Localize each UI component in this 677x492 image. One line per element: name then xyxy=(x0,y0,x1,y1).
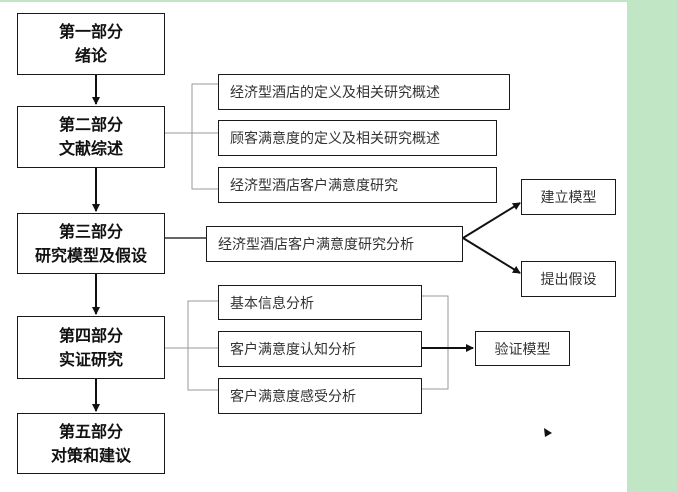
bracket-4-left xyxy=(187,300,218,391)
section-4-subtitle: 实证研究 xyxy=(58,349,123,369)
model-analysis-label: 经济型酒店客户满意度研究分析 xyxy=(218,237,414,253)
section-2-title: 第二部分 xyxy=(58,115,123,134)
verify-model-box: 验证模型 xyxy=(475,331,570,366)
section-4-title: 第四部分 xyxy=(58,325,123,345)
section-3-box: 第三部分 研究模型及假设 xyxy=(17,213,165,274)
empirical-item: 客户满意度感受分析 xyxy=(218,378,422,414)
section-4-box: 第四部分 实证研究 xyxy=(17,316,165,379)
section-1-subtitle: 绪论 xyxy=(74,46,107,65)
arrow-to-hypothesis xyxy=(462,237,521,274)
empirical-item: 基本信息分析 xyxy=(218,285,422,320)
cursor-mark xyxy=(544,428,552,437)
section-5-box: 第五部分 对策和建议 xyxy=(17,413,165,474)
literature-item-label: 经济型酒店的定义及相关研究概述 xyxy=(230,85,440,101)
verify-model-label: 验证模型 xyxy=(494,341,551,358)
empirical-item: 客户满意度认知分析 xyxy=(218,331,422,367)
top-border xyxy=(0,0,627,2)
hypothesis-box: 提出假设 xyxy=(521,261,616,297)
model-analysis-box: 经济型酒店客户满意度研究分析 xyxy=(206,226,463,262)
empirical-item-label: 基本信息分析 xyxy=(230,295,314,312)
section-2-subtitle: 文献综述 xyxy=(58,139,123,158)
bracket-2 xyxy=(191,83,218,190)
build-model-box: 建立模型 xyxy=(521,179,616,215)
section-3-subtitle: 研究模型及假设 xyxy=(34,245,147,265)
section-5-subtitle: 对策和建议 xyxy=(50,445,131,465)
hypothesis-label: 提出假设 xyxy=(540,272,597,288)
arrow-to-build-model xyxy=(462,202,521,239)
empirical-item-label: 客户满意度认知分析 xyxy=(230,342,356,358)
literature-item: 经济型酒店客户满意度研究 xyxy=(218,167,497,203)
section-1-box: 第一部分 绪论 xyxy=(17,13,165,75)
section-1-title: 第一部分 xyxy=(58,22,123,41)
bracket-4-right xyxy=(421,295,449,390)
literature-item: 经济型酒店的定义及相关研究概述 xyxy=(218,74,510,110)
section-3-title: 第三部分 xyxy=(58,221,123,241)
literature-item: 顾客满意度的定义及相关研究概述 xyxy=(218,120,497,156)
section-5-title: 第五部分 xyxy=(58,421,123,441)
side-strip xyxy=(627,0,677,492)
literature-item-label: 经济型酒店客户满意度研究 xyxy=(230,178,398,194)
build-model-label: 建立模型 xyxy=(540,190,597,206)
empirical-item-label: 客户满意度感受分析 xyxy=(230,389,356,405)
literature-item-label: 顾客满意度的定义及相关研究概述 xyxy=(230,131,440,147)
section-2-box: 第二部分 文献综述 xyxy=(17,106,165,168)
